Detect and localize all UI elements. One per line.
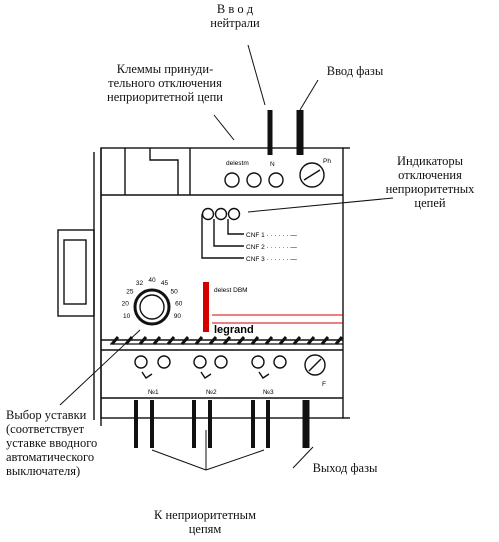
hatch-mark xyxy=(180,336,190,345)
top-terminal-text: delestm xyxy=(226,160,249,167)
hatch-mark xyxy=(250,336,260,345)
bottom-terminal-2: №2 xyxy=(206,389,217,396)
dial-scale-value: 40 xyxy=(148,277,156,284)
dial-scale-value: 25 xyxy=(126,289,134,296)
dial-scale-value: 90 xyxy=(174,313,182,320)
indicator-line-3: CNF 3 · · · · · · — xyxy=(246,256,297,263)
hatch-mark xyxy=(124,336,134,345)
indicators-label: Индикаторы отключения неприоритетных цеп… xyxy=(385,154,475,210)
dial-scale-value: 32 xyxy=(136,280,144,287)
indicator-line-1: CNF 1 · · · · · · — xyxy=(246,232,297,239)
hatch-mark xyxy=(194,336,204,345)
hatch-mark xyxy=(110,336,120,345)
neutral-input-label: В в о д нейтрали xyxy=(210,2,260,30)
top-terminal-n: N xyxy=(270,161,275,168)
hatch-mark xyxy=(334,336,344,345)
non-priority-circuits-label: К неприоритетным цепям xyxy=(154,508,256,536)
hatch-mark xyxy=(152,336,162,345)
dial-scale-value: 20 xyxy=(122,301,130,308)
red-accent xyxy=(203,282,343,332)
hatch-mark xyxy=(306,336,316,345)
dial-scale-value: 10 xyxy=(123,313,131,320)
housing xyxy=(100,147,350,419)
din-mount xyxy=(57,148,102,426)
hatch-mark xyxy=(278,336,288,345)
setpoint-dial xyxy=(133,288,171,326)
hatch-mark xyxy=(236,336,246,345)
dial-scale-value: 50 xyxy=(170,289,178,296)
wires xyxy=(134,110,310,448)
phase-output-label: Выход фазы xyxy=(312,461,378,475)
bottom-terminal-3: №3 xyxy=(263,389,274,396)
hatch-mark xyxy=(138,336,148,345)
hatch-mark xyxy=(208,336,218,345)
bottom-terminal-1: №1 xyxy=(148,389,159,396)
top-terminal-ph: Ph xyxy=(323,158,331,165)
hatch-mark xyxy=(222,336,232,345)
hatch-mark xyxy=(264,336,274,345)
brand-logo: legrand xyxy=(214,324,254,336)
indicator-line-2: CNF 2 · · · · · · — xyxy=(246,244,297,251)
bottom-phase-label: F xyxy=(322,381,326,388)
forced-off-terminals-label: Клеммы принуди- тельного отключения непр… xyxy=(107,62,223,104)
top-terminal-circles xyxy=(224,162,325,188)
device-side-text: delest DBM xyxy=(214,287,248,294)
hatch-mark xyxy=(166,336,176,345)
hatch-marks xyxy=(110,336,344,345)
phase-input-label: Ввод фазы xyxy=(326,64,384,78)
indicator-leds xyxy=(201,207,244,259)
dial-scale-value: 45 xyxy=(161,280,169,287)
hatch-mark xyxy=(292,336,302,345)
dial-scale-value: 60 xyxy=(175,301,183,308)
bottom-terminals xyxy=(134,354,326,379)
hatch-mark xyxy=(320,336,330,345)
setpoint-select-label: Выбор уставки (соответствует уставке вво… xyxy=(6,408,98,478)
